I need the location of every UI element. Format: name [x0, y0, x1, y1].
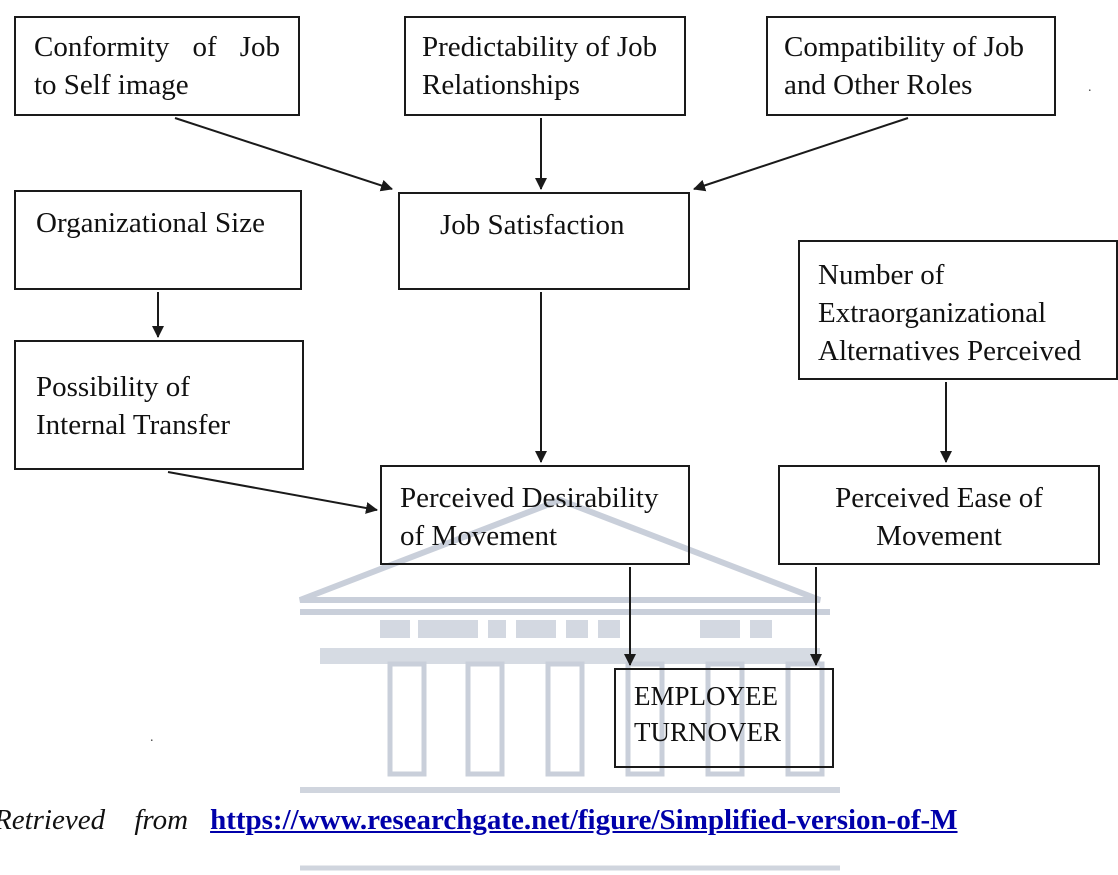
node-compatibility-line2: and Other Roles	[784, 69, 973, 101]
arrow-internal-transfer-to-desirability	[167, 471, 378, 514]
node-turnover-line2: TURNOVER	[634, 717, 781, 747]
stray-dot-mark: .	[150, 730, 154, 745]
node-possibility-of-internal-transfer: Possibility of Internal Transfer	[14, 340, 304, 470]
node-job-satisfaction-line1: Job Satisfaction	[440, 209, 625, 241]
node-internal-transfer-line1: Possibility of	[36, 371, 190, 403]
node-perceived-ease-of-movement: Perceived Ease of Movement	[778, 465, 1100, 565]
node-predictability-line1: Predictability of Job	[422, 31, 658, 63]
node-predictability-line2: Relationships	[422, 69, 580, 101]
node-employee-turnover: EMPLOYEE TURNOVER	[614, 668, 834, 768]
node-desirability-line1: Perceived Desirability	[400, 482, 659, 514]
node-organizational-size: Organizational Size	[14, 190, 302, 290]
node-internal-transfer-line2: Internal Transfer	[36, 409, 231, 441]
node-alternatives-line2: Extraorganizational	[818, 297, 1047, 329]
caption-prefix: Retrieved from	[0, 804, 189, 836]
node-predictability-of-job: Predictability of Job Relationships	[404, 16, 686, 116]
node-ease-line2: Movement	[876, 520, 1002, 552]
node-alternatives-line1: Number of	[818, 259, 945, 291]
source-link[interactable]: https://www.researchgate.net/figure/Simp…	[210, 804, 958, 836]
arrow-compatibility-to-job-satisfaction	[693, 117, 909, 192]
node-alternatives-line3: Alternatives Perceived	[818, 335, 1082, 367]
node-conformity-line2: to Self image	[34, 69, 189, 101]
stray-dot-mark: .	[1088, 80, 1092, 95]
node-conformity-line1: Conformity of Job	[34, 31, 280, 63]
node-desirability-line2: of Movement	[400, 520, 558, 552]
node-job-satisfaction: Job Satisfaction	[398, 192, 690, 290]
figure-source-caption: Retrieved from https://www.researchgate.n…	[0, 800, 1118, 850]
node-org-size-line1: Organizational Size	[36, 207, 265, 239]
node-conformity-of-job: Conformity of Job to Self image	[14, 16, 300, 116]
node-turnover-line1: EMPLOYEE	[634, 681, 778, 711]
arrow-conformity-to-job-satisfaction	[174, 117, 393, 192]
node-perceived-desirability-of-movement: Perceived Desirability of Movement	[380, 465, 690, 565]
node-ease-line1: Perceived Ease of	[835, 482, 1043, 514]
node-extraorganizational-alternatives: Number of Extraorganizational Alternativ…	[798, 240, 1118, 380]
node-compatibility-of-job: Compatibility of Job and Other Roles	[766, 16, 1056, 116]
node-compatibility-line1: Compatibility of Job	[784, 31, 1025, 63]
